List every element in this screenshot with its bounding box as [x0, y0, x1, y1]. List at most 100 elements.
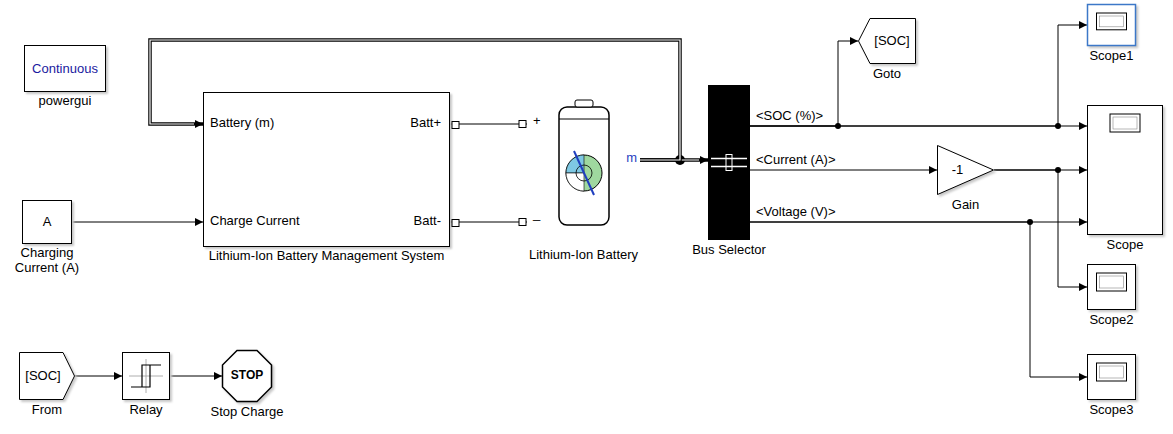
battery-block: +_mLithium-Ion Battery	[527, 85, 640, 245]
block-label: Gain	[952, 198, 979, 213]
port-terminal	[519, 219, 526, 226]
block-label: Lithium-Ion Battery	[529, 248, 638, 263]
port-terminal	[519, 121, 526, 128]
scope-screen	[1097, 13, 1127, 30]
battery-bolt	[574, 151, 594, 195]
connector-line	[994, 170, 1087, 287]
block-label: Bus Selector	[692, 243, 766, 258]
bus-bar-lines	[711, 159, 747, 167]
block-text: [SOC]	[25, 369, 60, 384]
hysteresis-curve	[131, 365, 161, 387]
bus-selector-icon	[708, 85, 750, 240]
block-label: Scope	[1107, 238, 1144, 253]
signal-connector	[75, 376, 122, 377]
signal-connector	[750, 41, 858, 126]
port-label: <SOC (%)>	[756, 109, 823, 124]
goto-tag: [SOC]Goto	[858, 18, 916, 64]
battery-body	[559, 107, 609, 225]
from-tag: [SOC]From	[19, 352, 75, 400]
scope-outline	[1088, 355, 1136, 400]
port-label: Charge Current	[210, 214, 300, 229]
port-label: Battery (m)	[210, 116, 274, 131]
scope-block: Scope1	[1087, 4, 1136, 46]
scope-screen	[1097, 273, 1127, 291]
stop-outline	[223, 351, 272, 402]
block-label: From	[32, 403, 62, 418]
connector-line	[750, 222, 1087, 377]
signal-connector	[994, 170, 1087, 287]
block-text: [SOC]	[874, 34, 909, 49]
scope-screen-inner	[1100, 366, 1124, 378]
block-label: Stop Charge	[211, 405, 284, 420]
port-terminal	[452, 220, 459, 227]
connector-line	[750, 126, 1087, 127]
port-label: Batt-	[414, 214, 441, 229]
battery-block-icon	[527, 85, 640, 245]
connector-line	[450, 222, 527, 223]
scope-block: Scope3	[1087, 354, 1136, 400]
connector-line	[72, 222, 203, 223]
block-label: Charging Current (A)	[5, 246, 89, 276]
port-label: m	[626, 151, 637, 166]
scope-block: Scope2	[1087, 264, 1136, 310]
signal-connector	[750, 222, 1087, 377]
port-label: +	[533, 114, 541, 129]
stop-block: STOPStop Charge	[222, 350, 272, 402]
signal-connector	[450, 222, 527, 223]
signal-connector	[750, 170, 937, 171]
scope-block-icon	[1087, 105, 1163, 235]
signal-connector	[750, 126, 1087, 127]
scope-block-icon	[1087, 4, 1136, 46]
block-text: Continuous	[32, 61, 98, 76]
port-label: <Voltage (V)>	[756, 205, 836, 220]
block-label: powergui	[39, 94, 92, 109]
scope-screen-inner	[1100, 276, 1124, 288]
from-outline	[20, 353, 75, 400]
block-label: Relay	[129, 403, 162, 418]
connector-line	[750, 41, 858, 126]
port-label: _	[533, 207, 540, 222]
connector-line	[170, 376, 222, 377]
scope-outline	[1088, 265, 1136, 310]
scope-block-icon	[1087, 354, 1136, 400]
relay-block-icon	[122, 352, 170, 400]
connector-line	[750, 170, 937, 171]
connector-line	[450, 124, 527, 125]
port-label: <Current (A)>	[756, 153, 835, 168]
block-label: Scope2	[1089, 313, 1133, 328]
signal-connector	[450, 124, 527, 125]
signal-connector	[72, 222, 203, 223]
scope-screen-inner	[1113, 117, 1137, 129]
bus-bar-slot	[726, 155, 732, 171]
scope-screen	[1110, 114, 1140, 132]
signal-connector	[750, 25, 1087, 126]
connector-line	[750, 25, 1087, 126]
scope-outline	[1088, 106, 1163, 235]
scope-screen	[1097, 363, 1127, 381]
goto-outline	[859, 19, 916, 64]
bus-bar	[708, 85, 750, 240]
scope-block: Scope	[1087, 105, 1163, 235]
connector-line	[75, 376, 122, 377]
battery-emblem-part	[566, 173, 584, 191]
block-text: STOP	[231, 369, 263, 383]
solver-block: Continuouspowergui	[24, 45, 106, 92]
battery-emblem-part	[566, 155, 584, 173]
battery-cap	[575, 100, 593, 107]
relay-axes	[129, 359, 163, 393]
block-text: -1	[952, 163, 964, 178]
block-text: A	[43, 215, 52, 230]
scope-outline	[1088, 5, 1136, 46]
block-label: Goto	[873, 67, 901, 82]
constant-block: ACharging Current (A)	[22, 200, 72, 244]
bus-selector: <SOC (%)><Current (A)><Voltage (V)>Bus S…	[708, 85, 750, 240]
scope-block-icon	[1087, 264, 1136, 310]
battery-rim	[559, 119, 609, 120]
subsystem-block: Battery (m)Charge CurrentBatt+Batt-Lithi…	[203, 92, 450, 247]
gain-block-icon	[937, 145, 994, 195]
block-label: Scope1	[1089, 49, 1133, 64]
block-label: Scope3	[1089, 403, 1133, 418]
scope-screen-inner	[1100, 16, 1124, 27]
